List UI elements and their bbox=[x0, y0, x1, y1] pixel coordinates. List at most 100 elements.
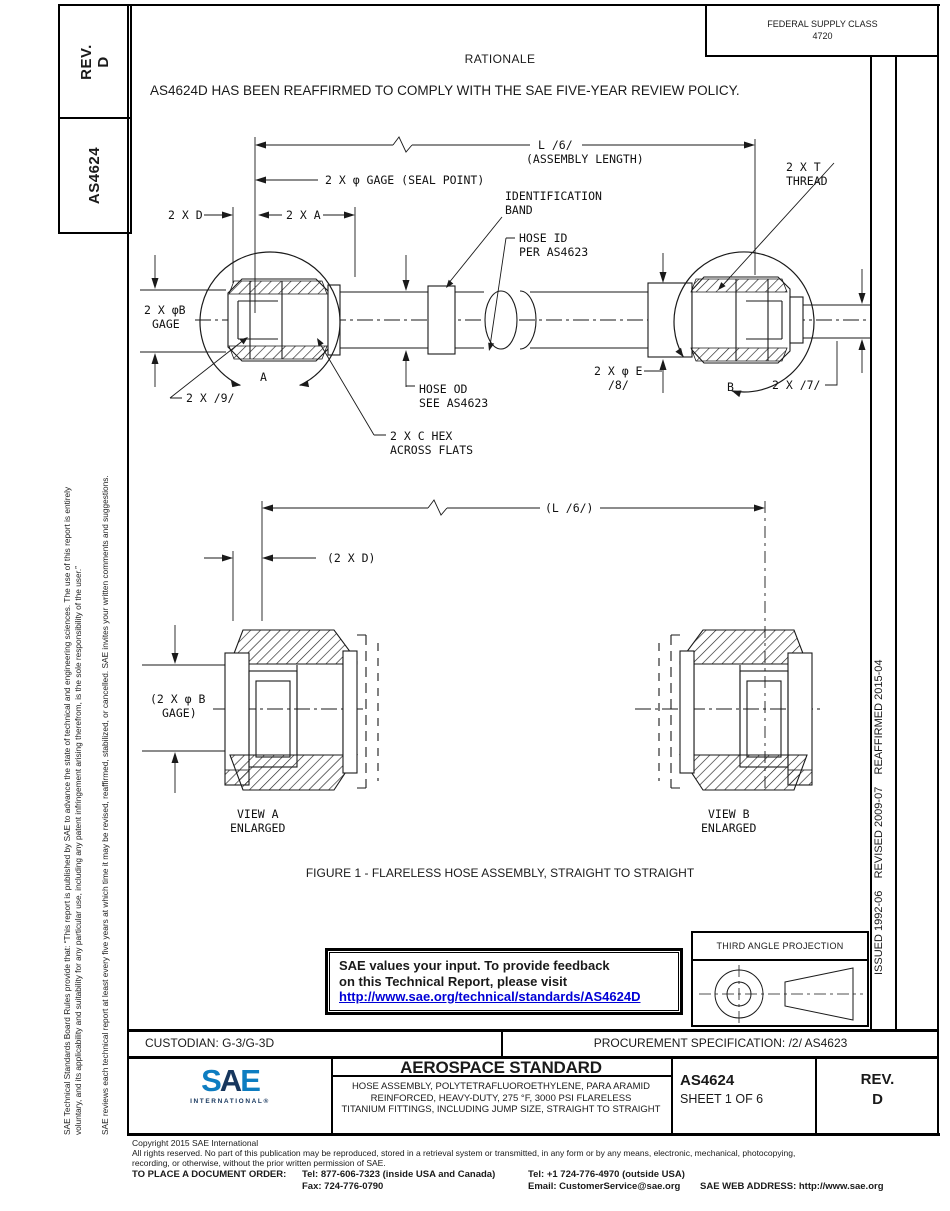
view-circle-a bbox=[199, 251, 341, 388]
view-a-section bbox=[142, 629, 379, 791]
figure1-enlarged-views: (L /6/) (2 X D) (2 X φ B GAGE) VIEW A EN… bbox=[142, 499, 824, 835]
status-line: ISSUED 1992-06 REVISED 2009-07 REAFFIRME… bbox=[873, 659, 885, 975]
footer-rights: recording, or otherwise, without the pri… bbox=[132, 1158, 386, 1168]
footer-tel-outside: Tel: +1 724-776-4970 (outside USA) bbox=[528, 1169, 685, 1180]
rev-box-label: REV. bbox=[77, 43, 95, 80]
border-line bbox=[127, 4, 129, 1136]
review-note: SAE reviews each technical report at lea… bbox=[100, 475, 110, 1135]
right-status: ISSUED 1992-06 REVISED 2009-07 REAFFIRME… bbox=[873, 575, 895, 975]
left-disclaimer: SAE Technical Standards Board Rules prov… bbox=[62, 230, 122, 1135]
feedback-box: SAE values your input. To provide feedba… bbox=[325, 948, 683, 1015]
dimension-lines bbox=[151, 136, 866, 436]
border-line bbox=[128, 1056, 938, 1059]
border-line bbox=[671, 1058, 673, 1134]
footer-fax: Fax: 724-776-0790 bbox=[302, 1181, 384, 1192]
description-line: REINFORCED, HEAVY-DUTY, 275 °F, 3000 PSI… bbox=[370, 1092, 632, 1104]
figure1-assembly-drawing: L /6/ (ASSEMBLY LENGTH) 2 X φ GAGE (SEAL… bbox=[140, 136, 870, 457]
title-block-description: HOSE ASSEMBLY, POLYTETRAFLUOROETHYLENE, … bbox=[333, 1081, 669, 1116]
projection-symbol-icon bbox=[699, 965, 863, 1023]
federal-supply-class-label: FEDERAL SUPPLY CLASS bbox=[767, 19, 878, 29]
label-gage-ref: GAGE) bbox=[162, 706, 197, 720]
federal-supply-class-value: 4720 bbox=[812, 31, 833, 41]
label-view-b: VIEW B bbox=[708, 807, 750, 821]
label-2xt: 2 X T bbox=[786, 160, 821, 174]
disclaimer-line: voluntary, and its applicability and sui… bbox=[73, 566, 83, 1135]
label-hose-od: HOSE OD bbox=[419, 382, 468, 396]
procurement-cell: PROCUREMENT SPECIFICATION: /2/ AS4623 bbox=[593, 1036, 848, 1050]
sae-logo-letter-e: E bbox=[240, 1063, 261, 1098]
border-line bbox=[331, 1058, 333, 1134]
border-line bbox=[333, 1075, 671, 1077]
doc-number-vertical: AS4624 bbox=[86, 146, 104, 205]
border-line bbox=[128, 4, 940, 6]
title-doc-number: AS4624 bbox=[680, 1072, 735, 1089]
label-per-as4623: PER AS4623 bbox=[519, 245, 588, 259]
feedback-line2: on this Technical Report, please visit bbox=[339, 973, 568, 989]
label-2xphie: 2 X φ E bbox=[594, 364, 643, 378]
label-assembly-length: L /6/ bbox=[538, 138, 573, 152]
label-gage-seal-point: 2 X φ GAGE (SEAL POINT) bbox=[325, 173, 484, 187]
label-identification: IDENTIFICATION bbox=[505, 189, 602, 203]
label-see-as4623: SEE AS4623 bbox=[419, 396, 488, 410]
border-line bbox=[937, 4, 939, 1136]
border-line bbox=[815, 1058, 817, 1134]
sae-logo-international: INTERNATIONAL® bbox=[190, 1098, 270, 1105]
label-l-ref: (L /6/) bbox=[545, 501, 593, 515]
footer-copyright: Copyright 2015 SAE International bbox=[132, 1138, 259, 1148]
label-band: BAND bbox=[505, 203, 533, 217]
label-thread: THREAD bbox=[786, 174, 828, 188]
footer-web: SAE WEB ADDRESS: http://www.sae.org bbox=[700, 1181, 884, 1192]
footer-tel-inside: Tel: 877-606-7323 (inside USA and Canada… bbox=[302, 1169, 496, 1180]
rationale-body: AS4624D HAS BEEN REAFFIRMED TO COMPLY WI… bbox=[150, 83, 740, 98]
drawing-labels-enlarged: (L /6/) (2 X D) (2 X φ B GAGE) VIEW A EN… bbox=[150, 501, 756, 835]
label-assembly-length-paren: (ASSEMBLY LENGTH) bbox=[526, 152, 644, 166]
label-2xphib-ref: (2 X φ B bbox=[150, 692, 205, 706]
rev-box: REV. D bbox=[58, 4, 132, 119]
title-rev-label: REV. bbox=[860, 1071, 895, 1088]
federal-supply-class-box: FEDERAL SUPPLY CLASS 4720 bbox=[705, 4, 938, 57]
feedback-link[interactable]: http://www.sae.org/technical/standards/A… bbox=[339, 989, 641, 1004]
disclaimer-line: SAE Technical Standards Board Rules prov… bbox=[62, 486, 72, 1135]
label-2xa: 2 X A bbox=[286, 208, 321, 222]
label-view-b-marker: B bbox=[727, 380, 734, 394]
drawing-labels: L /6/ (ASSEMBLY LENGTH) 2 X φ GAGE (SEAL… bbox=[144, 138, 828, 457]
label-2x7: 2 X /7/ bbox=[772, 378, 821, 392]
sae-logo-letter-s: S bbox=[201, 1063, 222, 1098]
label-view-b-enlarged: ENLARGED bbox=[701, 821, 756, 835]
border-line bbox=[501, 1031, 503, 1057]
projection-title: THIRD ANGLE PROJECTION bbox=[693, 933, 867, 961]
label-across-flats: ACROSS FLATS bbox=[390, 443, 473, 457]
figure-caption: FIGURE 1 - FLARELESS HOSE ASSEMBLY, STRA… bbox=[305, 866, 695, 880]
description-line: HOSE ASSEMBLY, POLYTETRAFLUOROETHYLENE, … bbox=[351, 1081, 651, 1092]
sae-logo-letter-a: A bbox=[219, 1063, 242, 1098]
label-2xc-hex: 2 X C HEX bbox=[390, 429, 452, 443]
sae-logo: SAE INTERNATIONAL® bbox=[168, 1063, 292, 1105]
doc-number-box: AS4624 bbox=[58, 117, 132, 234]
label-gage: GAGE bbox=[152, 317, 180, 331]
dimension-lines-enlarged bbox=[171, 499, 765, 793]
label-view-a: VIEW A bbox=[237, 807, 279, 821]
assembly-outline bbox=[140, 276, 870, 364]
label-view-a-marker: A bbox=[260, 370, 267, 384]
view-b-section bbox=[635, 501, 824, 793]
feedback-line1: SAE values your input. To provide feedba… bbox=[339, 958, 610, 973]
footer-email: Email: CustomerService@sae.org bbox=[528, 1181, 681, 1192]
rationale-title: RATIONALE bbox=[464, 52, 536, 66]
third-angle-projection-box: THIRD ANGLE PROJECTION bbox=[691, 931, 869, 1027]
label-view-a-enlarged: ENLARGED bbox=[230, 821, 285, 835]
footer-rights: All rights reserved. No part of this pub… bbox=[132, 1148, 796, 1158]
view-circle-b bbox=[673, 251, 815, 398]
label-2xd-ref: (2 X D) bbox=[327, 551, 375, 565]
label-2x9: 2 X /9/ bbox=[186, 391, 235, 405]
border-line bbox=[128, 1133, 940, 1136]
label-hose-id: HOSE ID bbox=[519, 231, 568, 245]
label-ref8: /8/ bbox=[608, 378, 629, 392]
label-2xd: 2 X D bbox=[168, 208, 203, 222]
title-rev: REV. D bbox=[817, 1070, 938, 1110]
border-line bbox=[870, 57, 872, 1031]
title-sheet: SHEET 1 OF 6 bbox=[680, 1092, 764, 1106]
title-rev-value: D bbox=[872, 1091, 883, 1108]
rev-box-value: D bbox=[94, 55, 112, 68]
footer-order-label: TO PLACE A DOCUMENT ORDER: bbox=[132, 1169, 287, 1180]
